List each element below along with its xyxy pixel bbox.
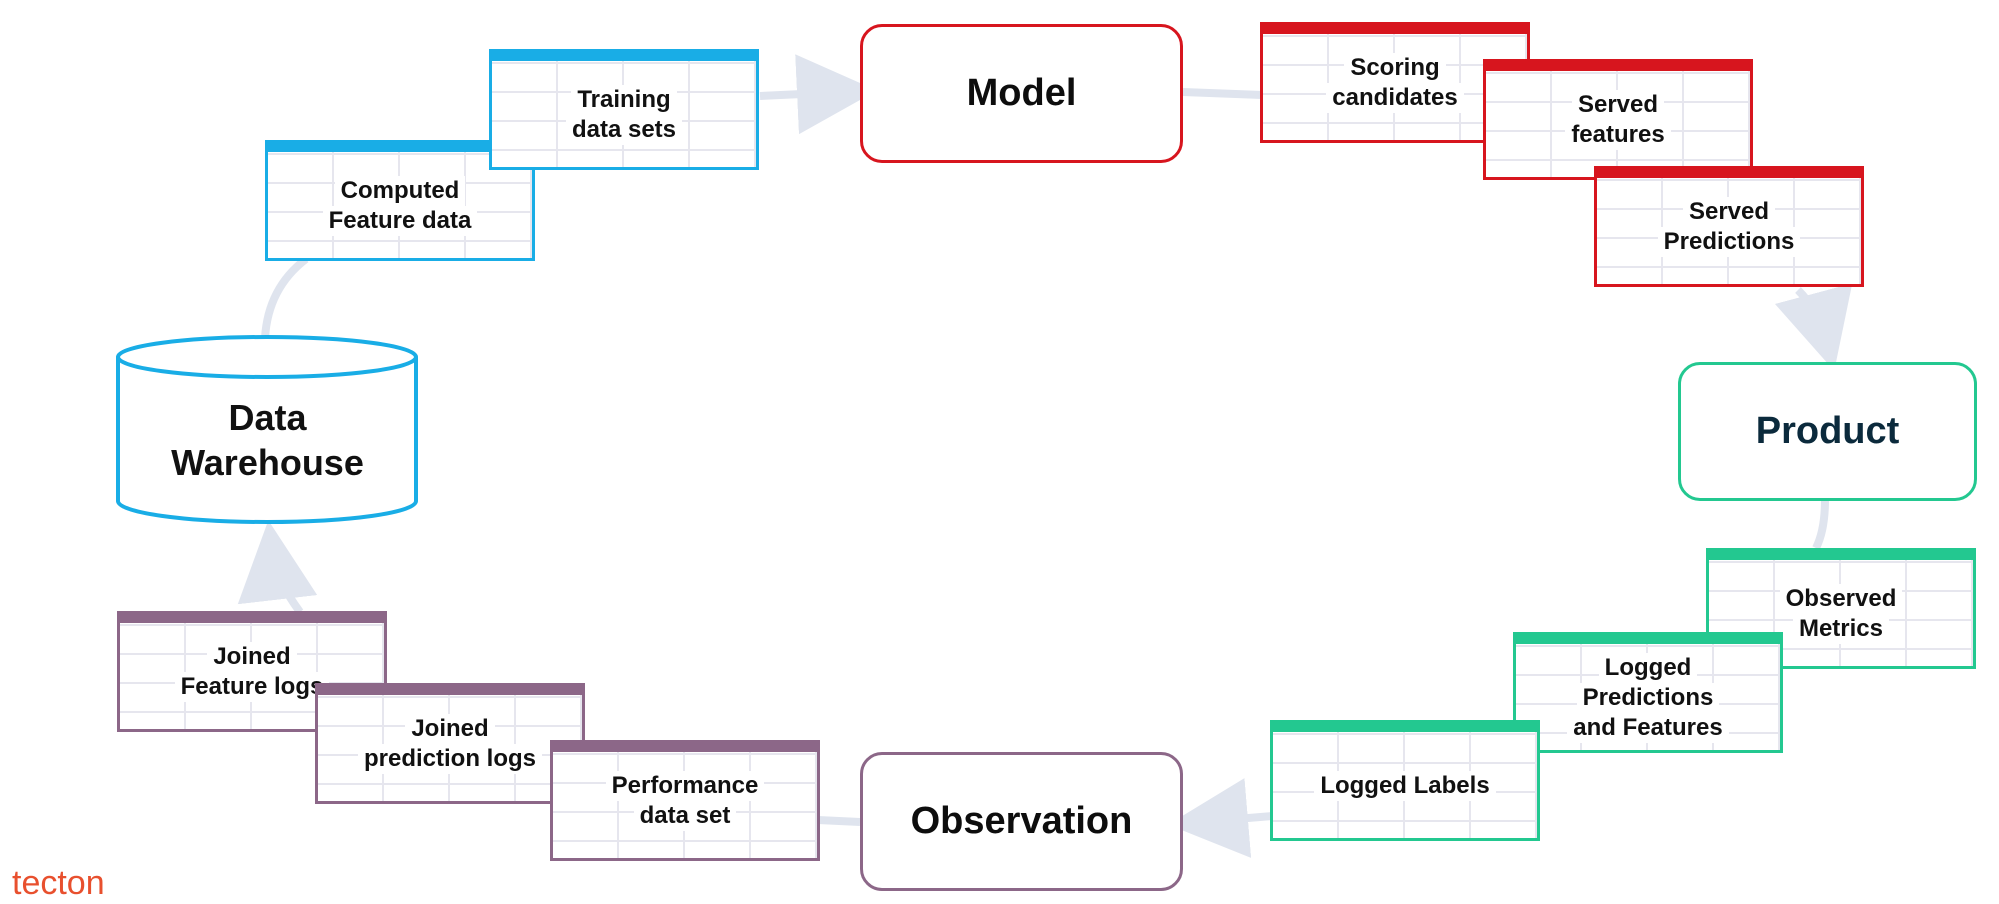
arrow-labels-to-observation	[1168, 778, 1273, 858]
line-product-to-metrics	[1812, 499, 1829, 550]
table-scoring-candidates: Scoring candidates	[1260, 22, 1530, 143]
model-node: Model	[860, 24, 1183, 163]
observation-label: Observation	[910, 800, 1133, 842]
table-performance-data-set: Performance data set	[550, 740, 820, 861]
arrow-featurelogs-to-warehouse	[237, 520, 318, 615]
line-model-to-scoring	[1182, 88, 1263, 99]
table-label-line: Served	[1682, 197, 1776, 227]
product-node: Product	[1678, 362, 1977, 501]
observation-node: Observation	[860, 752, 1183, 891]
table-label-line: Computed	[334, 175, 466, 206]
model-label: Model	[966, 72, 1077, 114]
line-observation-to-performance	[817, 816, 861, 826]
table-label-line: Feature data	[322, 205, 478, 236]
table-joined-prediction-logs: Joined prediction logs	[315, 683, 585, 804]
tecton-logo: tecton	[12, 864, 105, 902]
table-label-line: Feature logs	[174, 672, 330, 702]
data-warehouse-cylinder: Data Warehouse	[115, 335, 420, 525]
table-label-line: Joined	[207, 642, 297, 672]
table-label-line: prediction logs	[357, 744, 542, 774]
table-label-line: Scoring	[1344, 53, 1446, 83]
table-label-line: Observed	[1779, 583, 1903, 614]
table-label-line: data sets	[565, 114, 683, 145]
table-computed-feature-data: Computed Feature data	[265, 140, 535, 261]
product-label: Product	[1755, 410, 1900, 452]
table-label-line: Predictions	[1576, 682, 1720, 713]
table-label-line: Training	[571, 84, 677, 115]
table-label-line: Logged	[1598, 652, 1698, 683]
table-label-line: and Features	[1567, 712, 1729, 743]
warehouse-label-line1: Data	[228, 397, 307, 438]
arrow-predictions-to-product	[1774, 283, 1853, 371]
warehouse-label-line2: Warehouse	[171, 442, 364, 483]
table-label-line: Predictions	[1657, 227, 1801, 257]
line-warehouse-to-computed	[261, 255, 309, 339]
table-label-line: candidates	[1326, 83, 1464, 113]
table-label-line: Served	[1571, 90, 1665, 120]
table-training-data-sets: Training data sets	[489, 49, 759, 170]
table-logged-labels: Logged Labels	[1270, 720, 1540, 841]
table-served-features: Served features	[1483, 59, 1753, 180]
table-label-line: data set	[633, 801, 737, 831]
table-label-line: Metrics	[1792, 613, 1890, 644]
table-served-predictions: Served Predictions	[1594, 166, 1864, 287]
arrow-training-to-model	[759, 54, 877, 135]
table-label-line: Joined	[405, 714, 495, 744]
table-label-line: features	[1565, 120, 1671, 150]
table-label-line: Logged Labels	[1314, 770, 1496, 801]
table-label-line: Performance	[605, 771, 765, 801]
table-logged-predictions-and-features: Logged Predictions and Features	[1513, 632, 1783, 753]
